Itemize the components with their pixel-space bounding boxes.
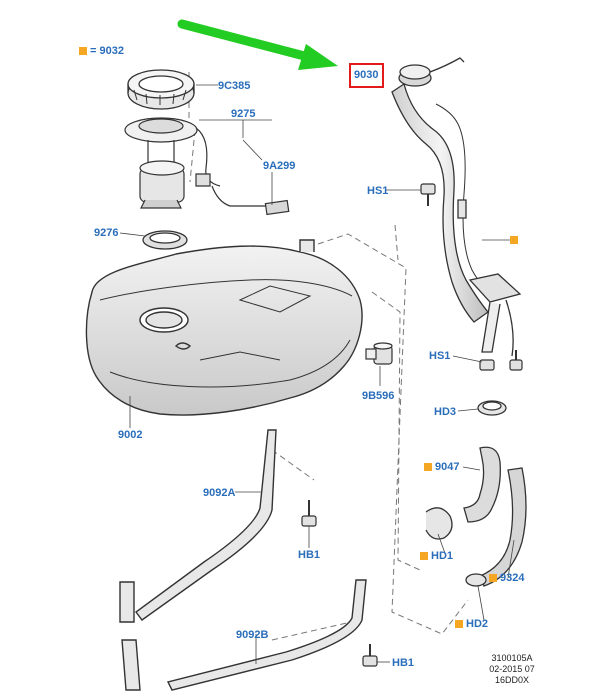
- label-hd1-text: HD1: [431, 550, 454, 562]
- label-9324-text: 9324: [500, 572, 525, 584]
- label-9030[interactable]: 9030: [354, 69, 379, 81]
- label-hs1-upper[interactable]: HS1: [367, 185, 389, 197]
- legend-text: = 9032: [90, 45, 124, 57]
- tank-seal: [142, 230, 188, 250]
- filler-cap: [398, 57, 465, 87]
- fuel-tank: [85, 239, 363, 416]
- strap-front: [119, 429, 277, 623]
- label-9002[interactable]: 9002: [118, 429, 143, 441]
- marker-icon: [424, 463, 432, 472]
- label-hd2[interactable]: HD2: [455, 618, 488, 630]
- strap-rear: [121, 579, 367, 691]
- label-hb1-lower[interactable]: HB1: [392, 657, 415, 669]
- label-hd3[interactable]: HD3: [434, 406, 457, 418]
- highlight-box: [349, 63, 384, 88]
- leader-lines: [119, 84, 515, 664]
- label-9b596[interactable]: 9B596: [362, 390, 395, 402]
- pointer-arrow: [177, 19, 338, 70]
- sender-unit: [124, 117, 290, 216]
- label-9092b[interactable]: 9092B: [236, 629, 269, 641]
- marker-icon: [489, 574, 497, 583]
- clamp-hd2: [465, 573, 487, 587]
- label-hb1-upper[interactable]: HB1: [298, 549, 321, 561]
- filler-pipe-marker-icon: [510, 236, 518, 244]
- legend-marker-icon: [79, 47, 87, 56]
- label-hd2-text: HD2: [466, 618, 489, 630]
- bolt-hb1-lower: [362, 644, 378, 667]
- marker-icon: [455, 620, 463, 629]
- label-9276[interactable]: 9276: [94, 227, 119, 239]
- drawing-reference: 3100105A 02-2015 07 16DD0X: [472, 653, 552, 686]
- reference-line-2: 02-2015 07: [489, 664, 535, 674]
- label-9c385[interactable]: 9C385: [218, 80, 251, 92]
- legend: = 9032: [79, 45, 124, 57]
- reference-line-3: 16DD0X: [494, 675, 530, 685]
- filler-pipe: [391, 82, 522, 357]
- label-9324[interactable]: 9324: [489, 572, 524, 584]
- clamp-hd3: [477, 400, 507, 416]
- filler-hose: [463, 446, 501, 523]
- label-9047-text: 9047: [435, 461, 460, 473]
- vent-valve: [365, 342, 393, 365]
- label-hd1[interactable]: HD1: [420, 550, 453, 562]
- lock-ring: [127, 69, 195, 110]
- clamp-hd1: [425, 507, 453, 540]
- reference-line-1: 3100105A: [491, 653, 533, 663]
- label-9a299[interactable]: 9A299: [263, 160, 296, 172]
- label-9275[interactable]: 9275: [231, 108, 256, 120]
- label-9047[interactable]: 9047: [424, 461, 459, 473]
- label-hs1-lower[interactable]: HS1: [429, 350, 451, 362]
- label-9092a[interactable]: 9092A: [203, 487, 236, 499]
- bolt-hs1-lower: [479, 350, 523, 371]
- bolt-hs1-upper: [420, 183, 436, 206]
- marker-icon: [420, 552, 428, 561]
- bolt-hb1-upper: [301, 500, 317, 527]
